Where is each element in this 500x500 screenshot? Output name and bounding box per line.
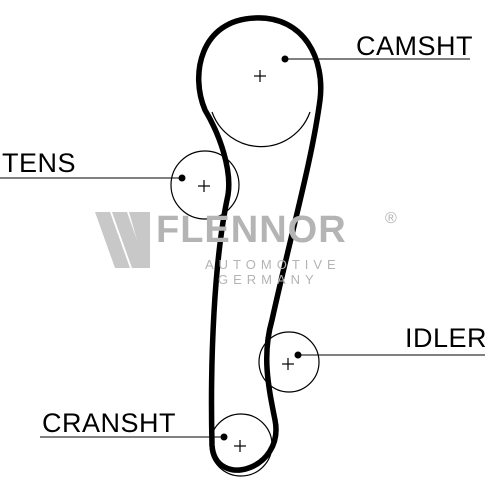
watermark-registered-mark: ®	[385, 210, 397, 227]
camshaft-label: CAMSHT	[356, 31, 473, 61]
camshaft-pulley	[211, 111, 311, 148]
center-marks	[198, 70, 294, 452]
leader-lines	[0, 58, 485, 438]
tensioner-pulley	[170, 150, 240, 220]
watermark-brand-name: FLENNOR	[156, 209, 347, 251]
idler-label: IDLER	[405, 323, 488, 353]
idler-pulley	[258, 331, 320, 393]
watermark-subtitle-2: GERMANY	[218, 272, 319, 287]
timing-belt	[196, 15, 324, 473]
tensioner-label: TENS	[2, 148, 77, 178]
watermark-subtitle-1: AUTOMOTIVE	[205, 257, 341, 272]
crankshaft-label: CRANSHT	[42, 408, 177, 438]
flennor-logo-icon	[95, 212, 150, 268]
